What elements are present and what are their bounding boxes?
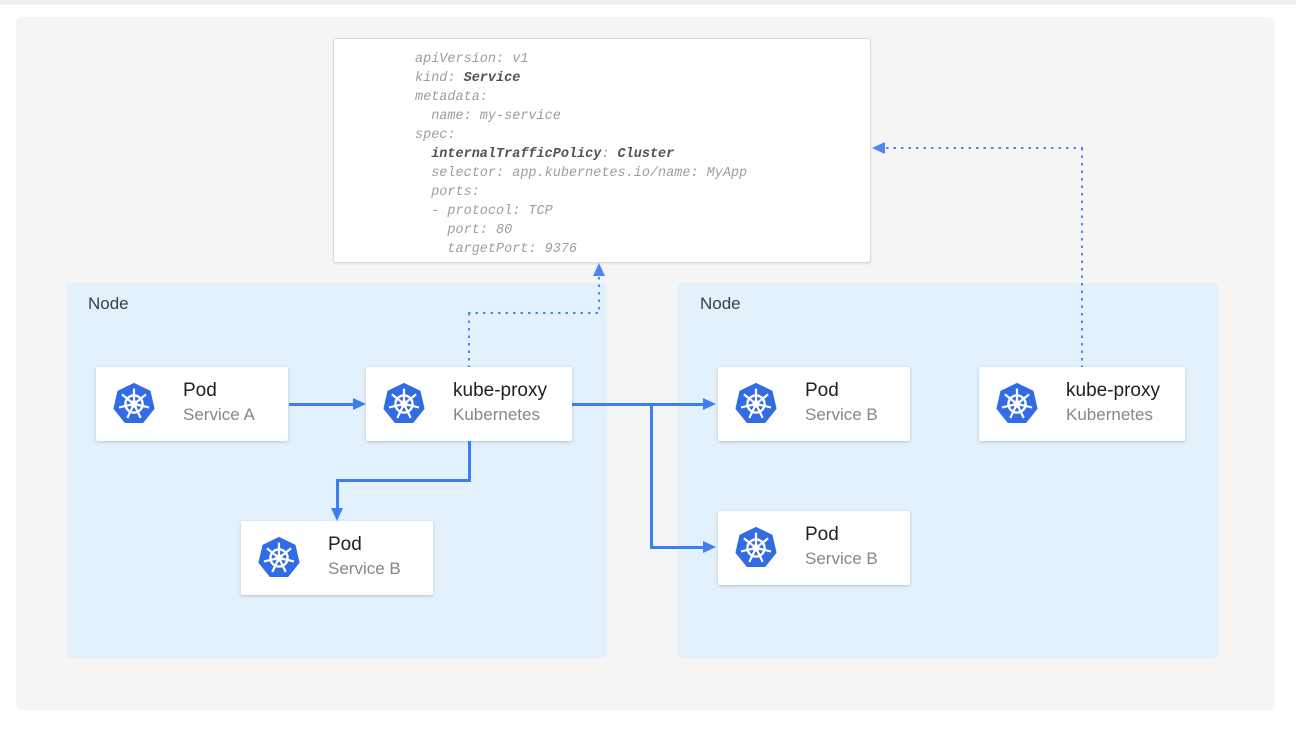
card-title: kube-proxy: [453, 380, 547, 401]
yaml-line: ports:: [415, 185, 480, 200]
card-title: Pod: [328, 534, 362, 555]
kubernetes-icon: [112, 382, 156, 425]
node-label: Node: [700, 294, 741, 313]
card-subtitle: Kubernetes: [453, 405, 540, 424]
card-subtitle: Kubernetes: [1066, 405, 1153, 424]
arrow-branch-vertical: [650, 402, 653, 547]
card-title: Pod: [805, 524, 839, 545]
kubernetes-icon: [995, 382, 1039, 425]
node-box-right: Node: [678, 283, 1218, 658]
yaml-line: name: my-service: [415, 109, 561, 124]
top-divider-strip: [0, 0, 1296, 5]
arrowhead-right-icon: [353, 397, 366, 410]
kubernetes-icon: [734, 526, 778, 569]
dotted-into-yaml-segment: [597, 277, 600, 312]
card-pod-service-b-left-bottom: Pod Service B: [241, 521, 433, 595]
dotted-kube-proxy-left-horizontal-segment: [467, 311, 601, 314]
kubernetes-icon: [382, 382, 426, 425]
card-title: Pod: [183, 380, 217, 401]
arrowhead-right-icon: [703, 397, 716, 410]
arrow-kube-proxy-to-pod-b-bottom: [650, 545, 703, 549]
yaml-line: kind: Service: [415, 71, 521, 86]
arrow-kube-proxy-to-pod-b-top: [572, 402, 703, 406]
node-label: Node: [88, 294, 129, 313]
yaml-line: selector: app.kubernetes.io/name: MyApp: [415, 166, 748, 181]
card-title: Pod: [805, 380, 839, 401]
card-kube-proxy-right: kube-proxy Kubernetes: [979, 367, 1185, 441]
arrowhead-up-icon: [592, 263, 605, 276]
dotted-kube-proxy-right-horizontal-segment: [886, 146, 1083, 149]
card-kube-proxy-left: kube-proxy Kubernetes: [366, 367, 572, 441]
dotted-kube-proxy-right-up-segment: [1080, 148, 1083, 367]
card-title: kube-proxy: [1066, 380, 1160, 401]
arrow-kube-proxy-left-segment: [336, 479, 471, 482]
arrowhead-left-icon: [872, 141, 885, 154]
card-pod-service-b-right-bottom: Pod Service B: [718, 511, 910, 585]
node-box-left: Node: [66, 283, 607, 658]
card-pod-service-b-right-top: Pod Service B: [718, 367, 910, 441]
card-subtitle: Service B: [805, 549, 878, 568]
arrow-pod-a-to-kube-proxy: [289, 402, 353, 406]
yaml-line: - protocol: TCP: [415, 204, 553, 219]
card-subtitle: Service A: [183, 405, 255, 424]
yaml-line: apiVersion: v1: [415, 52, 529, 67]
yaml-line: internalTrafficPolicy: Cluster: [431, 147, 675, 162]
yaml-line: port: 80: [415, 223, 513, 238]
yaml-code-block: apiVersion: v1 kind: Service metadata: n…: [333, 38, 871, 263]
yaml-line: targetPort: 9376: [415, 242, 578, 257]
yaml-line: spec:: [415, 128, 456, 143]
dotted-kube-proxy-left-up-segment: [467, 313, 470, 367]
arrowhead-right-icon: [703, 540, 716, 553]
arrow-kube-proxy-down-segment: [467, 441, 471, 481]
arrow-into-pod-b2-segment: [336, 479, 339, 509]
arrowhead-down-icon: [331, 508, 343, 521]
kubernetes-icon: [257, 536, 301, 579]
yaml-line: metadata:: [415, 90, 488, 105]
card-pod-service-a: Pod Service A: [96, 367, 288, 441]
card-subtitle: Service B: [328, 559, 401, 578]
kubernetes-icon: [734, 382, 778, 425]
card-subtitle: Service B: [805, 405, 878, 424]
